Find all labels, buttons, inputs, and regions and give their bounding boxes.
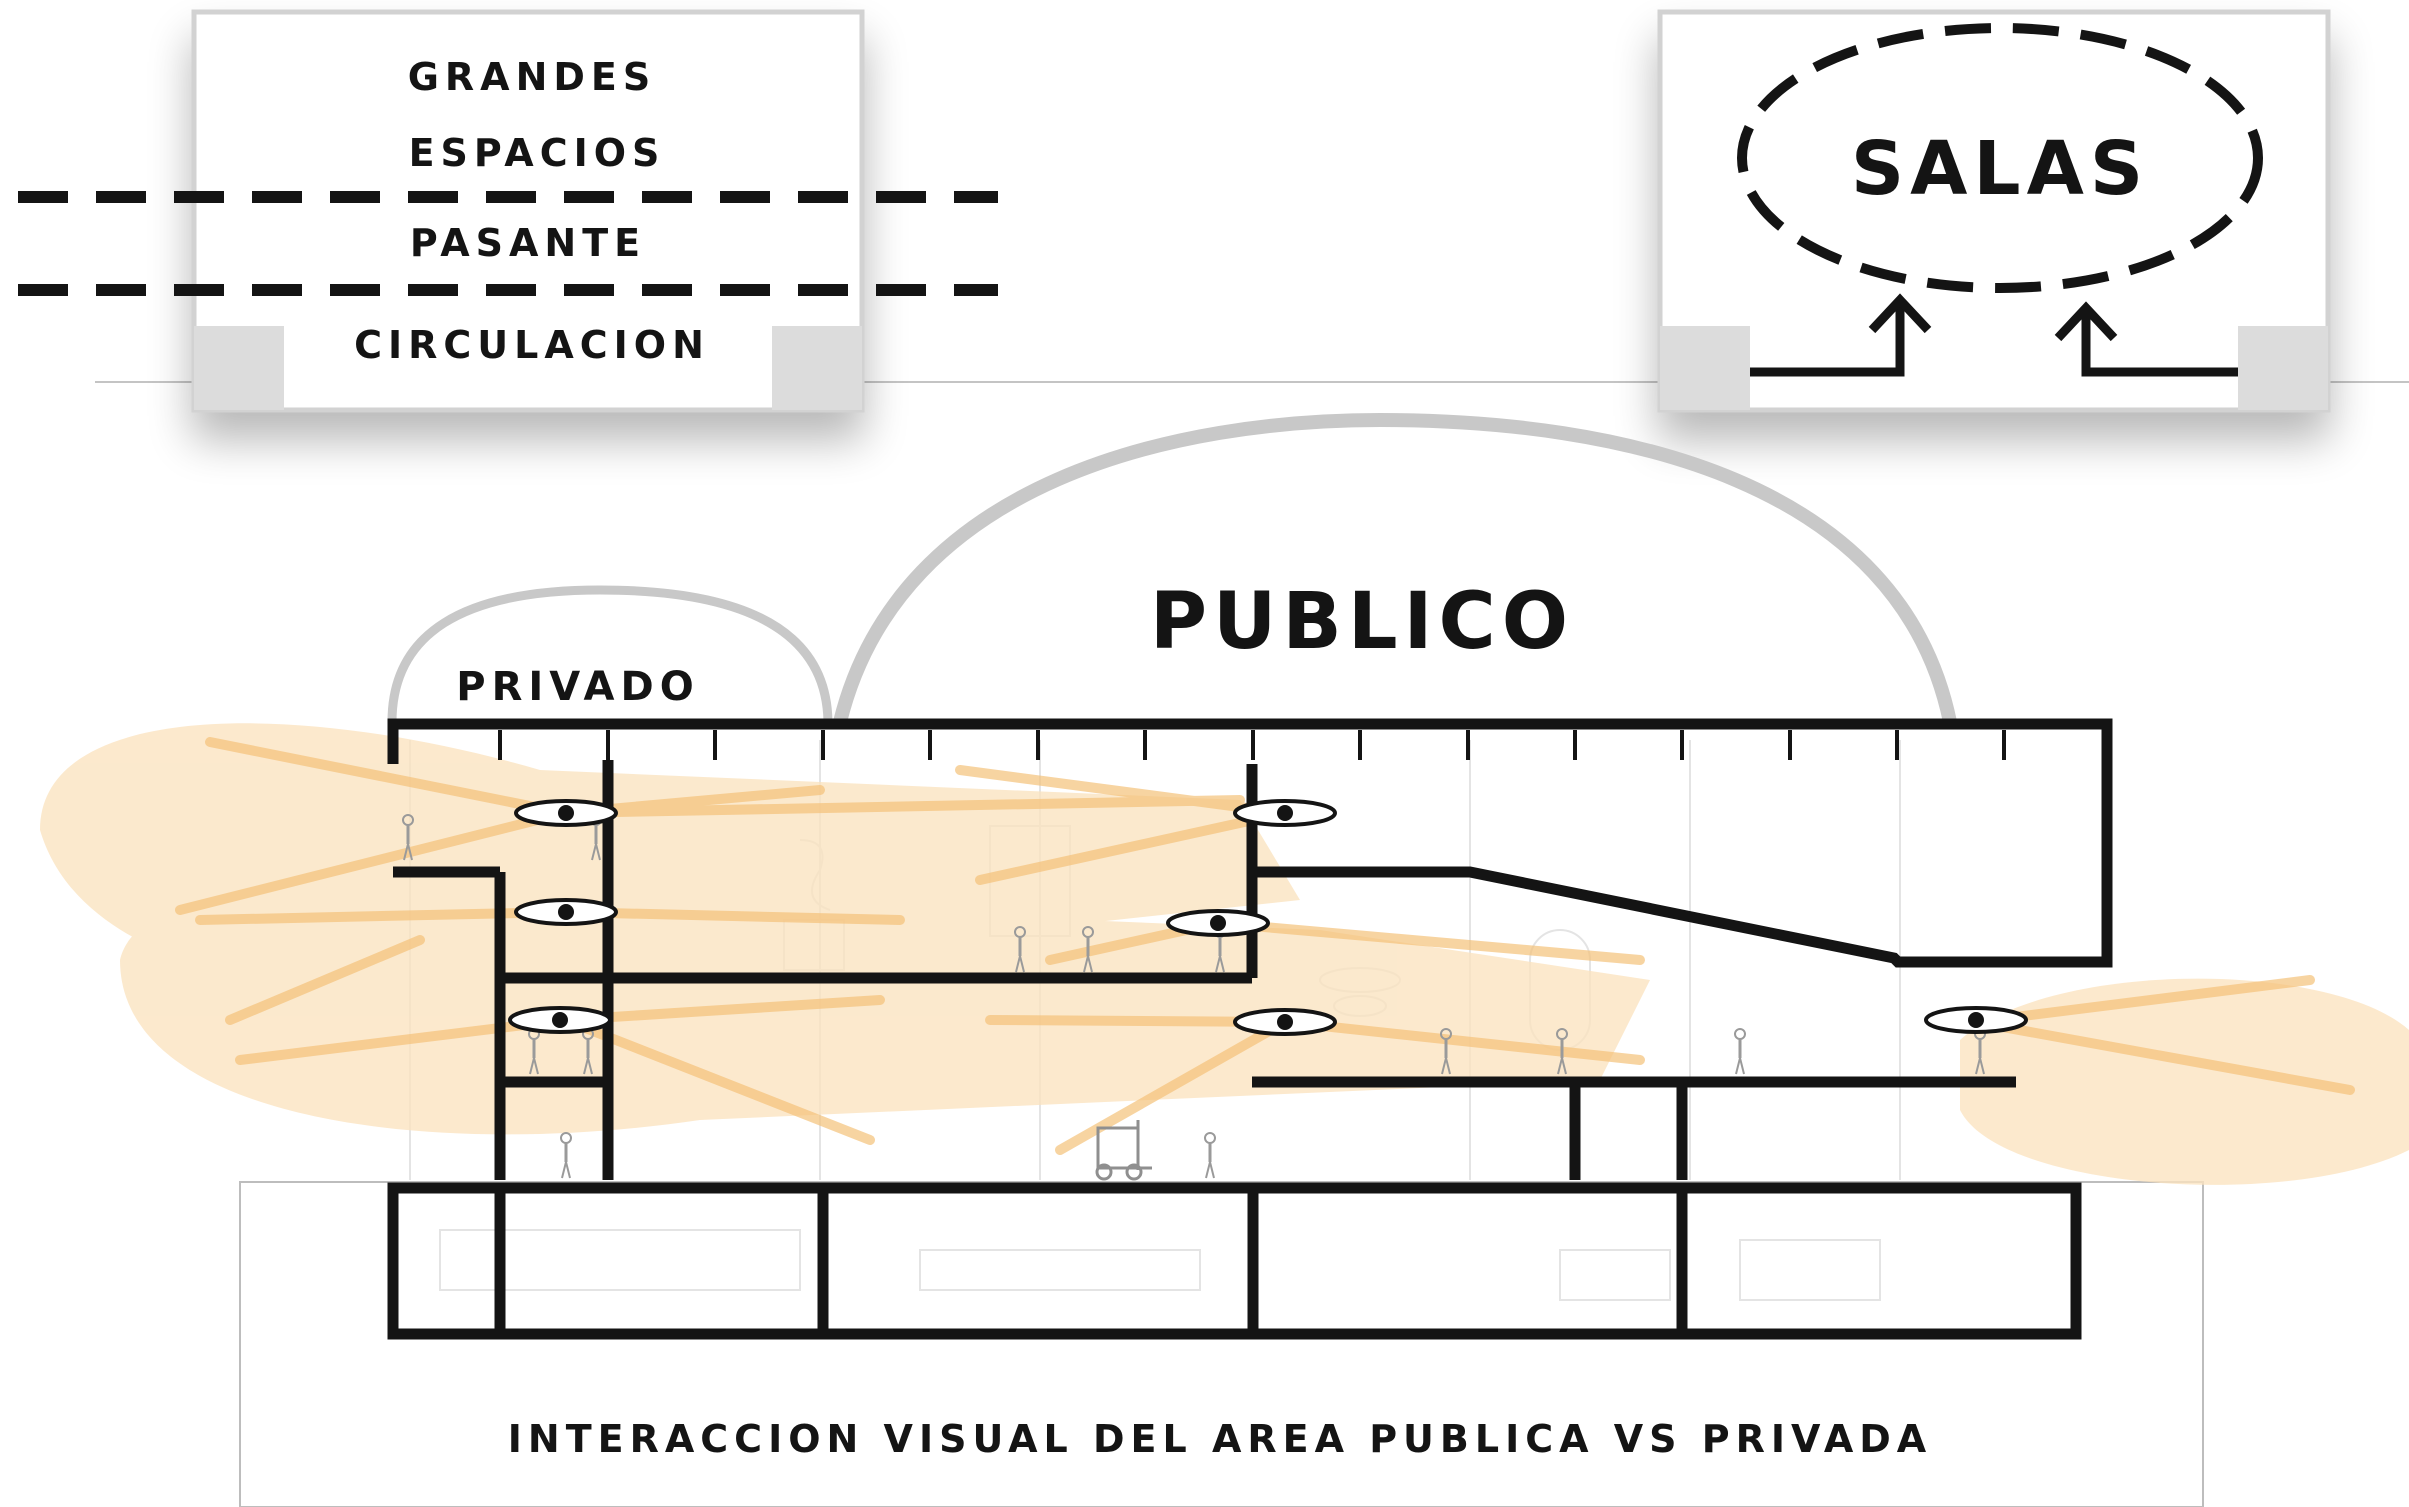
salas-dashed-ellipse (1737, 23, 2263, 293)
arrow-up-icon (2054, 301, 2238, 377)
label-circulacion: CIRCULACION (354, 323, 710, 367)
roof-ticks (498, 730, 2006, 760)
ground-outline (239, 1181, 2204, 1507)
top-right-box: SALAS (1657, 9, 2331, 413)
private-arc (387, 585, 833, 723)
eye-icon (514, 898, 618, 926)
vision-zone-right (1960, 978, 2409, 1185)
eye-icon (1233, 799, 1337, 827)
forklift-icon (1095, 1120, 1152, 1181)
person-figure-icon (1203, 1131, 1217, 1180)
eye-icon (1166, 909, 1270, 937)
person-figure-icon (559, 1131, 573, 1180)
top-left-box: GRANDES ESPACIOS PASANTE CIRCULACION (18, 9, 998, 413)
person-figure-icon (1733, 1027, 1747, 1076)
eye-icon (508, 1006, 612, 1034)
wall-block-right (2238, 326, 2328, 410)
label-privado: PRIVADO (456, 664, 699, 710)
public-arc (833, 412, 1957, 724)
label-grandes: GRANDES (408, 55, 657, 99)
diagram-caption: INTERACCION VISUAL DEL AREA PUBLICA VS P… (508, 1417, 1932, 1461)
building-outline (387, 718, 2113, 1340)
wall-block-left (194, 326, 284, 410)
label-pasante: PASANTE (410, 221, 646, 265)
eye-icon (514, 799, 618, 827)
wall-block-right (772, 326, 862, 410)
label-publico: PUBLICO (1150, 577, 1574, 667)
eye-icon (1233, 1008, 1337, 1036)
wall-block-left (1660, 326, 1750, 410)
label-espacios: ESPACIOS (409, 131, 666, 175)
label-salas: SALAS (1851, 126, 2149, 212)
eye-icon (1924, 1006, 2028, 1034)
arrow-up-icon (1750, 293, 1932, 377)
building-section: PRIVADO PUBLICO (40, 412, 2409, 1507)
